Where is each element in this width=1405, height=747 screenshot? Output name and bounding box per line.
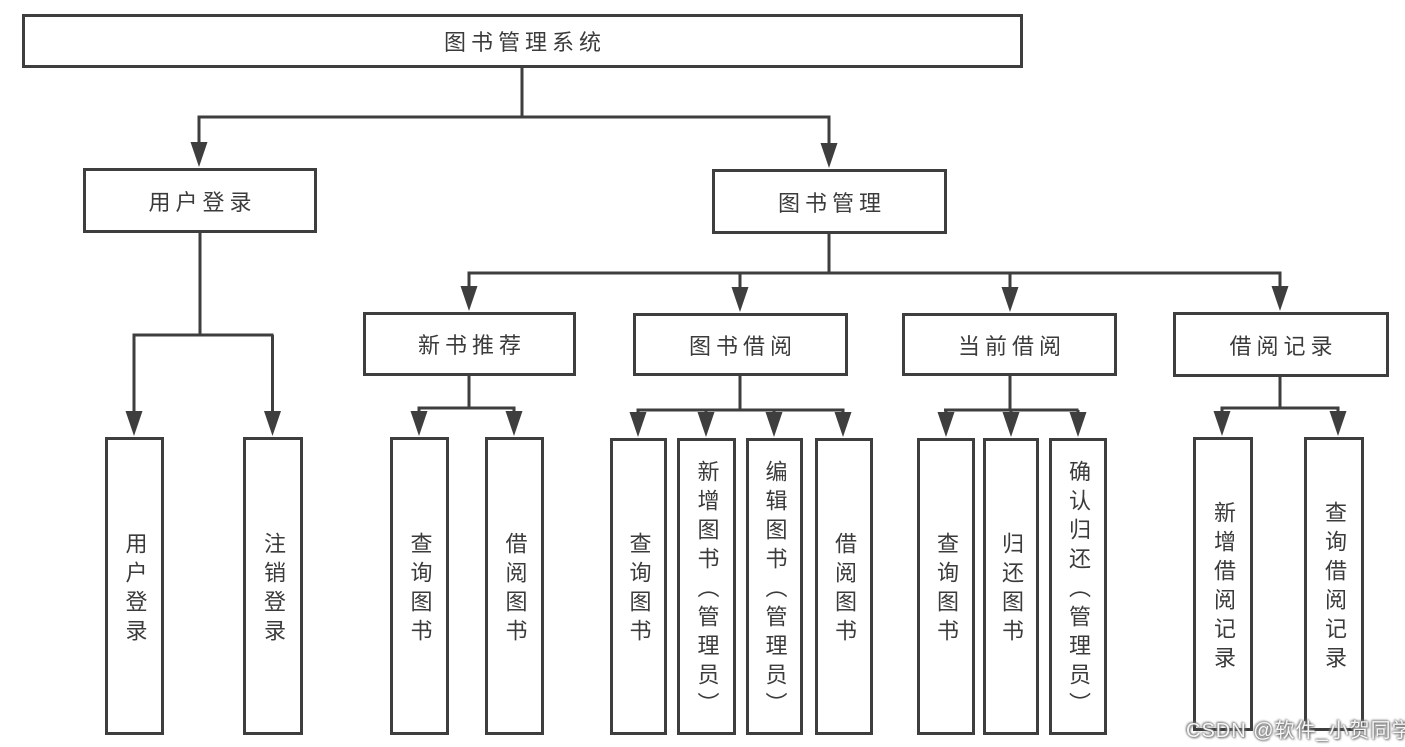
node-user-login-label: 用户登录 [148, 189, 257, 215]
node-cb-query-books-label: 查询图书 [934, 532, 959, 648]
node-bb-edit-books-admin: 编辑图书（管理员） [746, 438, 803, 735]
node-bb-add-books-admin: 新增图书（管理员） [677, 438, 736, 735]
node-nb-query-books: 查询图书 [390, 437, 449, 735]
node-book-borrow: 图书借阅 [633, 313, 848, 376]
node-cb-confirm-return-admin-label: 确认归还（管理员） [1066, 459, 1091, 721]
node-cb-confirm-return-admin: 确认归还（管理员） [1049, 438, 1107, 735]
node-borrow-records-label: 借阅记录 [1229, 333, 1338, 359]
node-cb-return-books: 归还图书 [983, 438, 1039, 735]
node-borrow-records: 借阅记录 [1173, 312, 1389, 377]
node-br-add-record-label: 新增借阅记录 [1211, 500, 1236, 675]
csdn-watermark: CSDN @软件_小贺同学 [1186, 720, 1405, 742]
node-logout-label: 注销登录 [261, 531, 286, 648]
node-bb-add-books-admin-label: 新增图书（管理员） [694, 459, 720, 721]
node-nb-borrow-books: 借阅图书 [485, 437, 544, 735]
node-br-add-record: 新增借阅记录 [1193, 437, 1253, 731]
node-new-book-recommend-label: 新书推荐 [417, 333, 526, 358]
node-nb-borrow-books-label: 借阅图书 [502, 531, 528, 648]
node-user-login: 用户登录 [83, 168, 317, 233]
node-logout: 注销登录 [243, 437, 303, 735]
node-br-query-record: 查询借阅记录 [1304, 437, 1364, 731]
node-nb-query-books-label: 查询图书 [407, 531, 433, 648]
node-book-management: 图书管理 [712, 169, 947, 234]
node-cb-query-books: 查询图书 [917, 438, 975, 735]
node-bb-borrow-books-label: 借阅图书 [832, 532, 857, 648]
node-new-book-recommend: 新书推荐 [363, 312, 576, 376]
node-login: 用户登录 [105, 437, 164, 735]
node-cb-return-books-label: 归还图书 [999, 532, 1024, 648]
node-book-management-label: 图书管理 [777, 190, 886, 216]
node-bb-query-books-label: 查询图书 [626, 532, 652, 648]
node-current-borrow: 当前借阅 [902, 313, 1117, 376]
node-bb-query-books: 查询图书 [610, 438, 667, 735]
node-br-query-record-label: 查询借阅记录 [1322, 500, 1347, 675]
node-bb-borrow-books: 借阅图书 [815, 438, 873, 735]
node-bb-edit-books-admin-label: 编辑图书（管理员） [762, 459, 788, 721]
node-root-label: 图书管理系统 [443, 30, 606, 55]
node-book-borrow-label: 图书借阅 [688, 333, 797, 359]
node-root: 图书管理系统 [22, 14, 1023, 68]
node-current-borrow-label: 当前借阅 [957, 333, 1066, 359]
node-login-label: 用户登录 [122, 531, 148, 648]
